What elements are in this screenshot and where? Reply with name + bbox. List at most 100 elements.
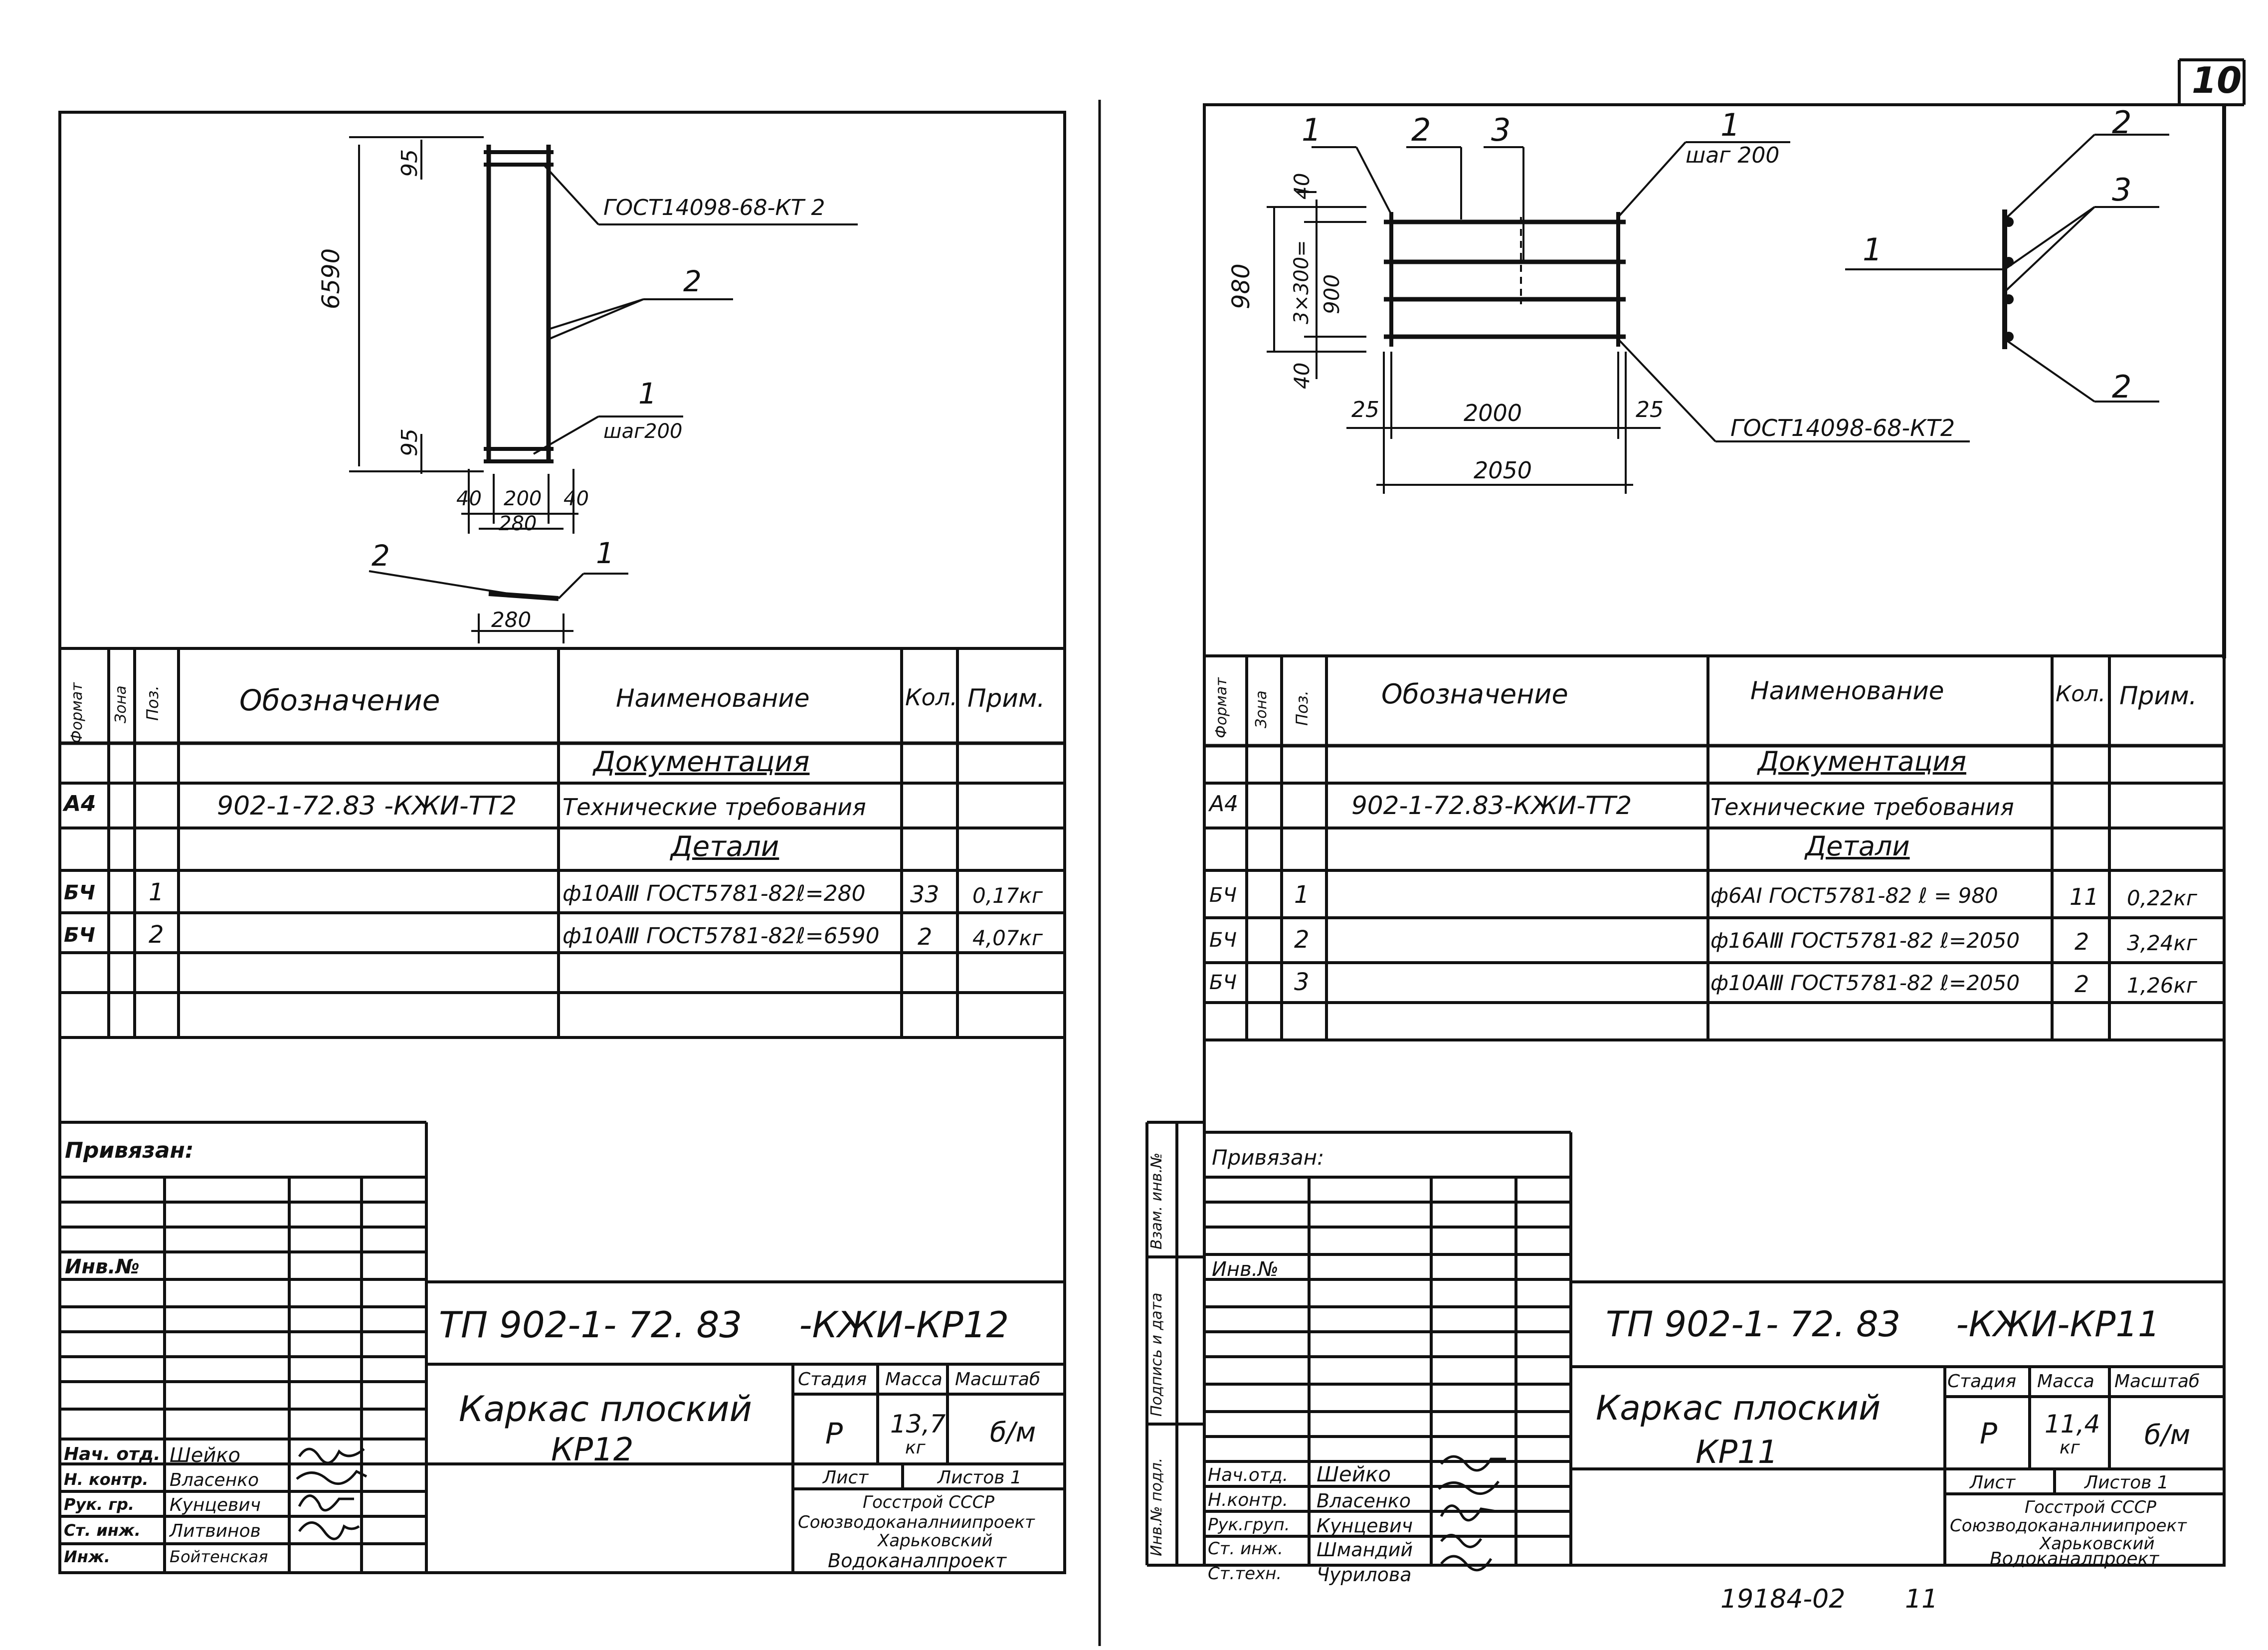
dim-900-right: 900 <box>1320 274 1344 314</box>
spec-row-2-note-right: 3,24кг <box>2127 931 2197 955</box>
mass-value-right: 11,4 <box>2045 1410 2100 1439</box>
col-qty-left: Кол. <box>905 684 957 711</box>
callout-step-right: шаг 200 <box>1686 143 1780 168</box>
attached-label-left: Привязан: <box>65 1138 194 1163</box>
col-name-right: Наименование <box>1750 676 1944 705</box>
title-line1-right: Каркас плоский <box>1596 1389 1881 1428</box>
callout-2-right: 2 <box>1411 112 1431 148</box>
col-designation-right: Обозначение <box>1381 678 1568 710</box>
org-line3-left: Харьковский <box>878 1531 993 1551</box>
spec-row-2-pos-right: 2 <box>1294 926 1310 954</box>
side-label-2a-right: 2 <box>2112 104 2132 141</box>
dim-top-95: 95 <box>397 149 422 177</box>
person-name-3-left: Кунцевич <box>170 1495 261 1515</box>
person-role-2-right: Н.контр. <box>1208 1490 1289 1510</box>
person-name-2-left: Власенко <box>170 1470 259 1490</box>
inv-label-right: Инв.№ <box>1212 1258 1279 1281</box>
stage-value-left: Р <box>825 1417 843 1450</box>
doc-row-designation-left: 902-1-72.83 -КЖИ-ТТ2 <box>217 791 517 821</box>
doc-row-format-left: А4 <box>64 791 96 817</box>
stage-label-right: Стадия <box>1947 1371 2017 1392</box>
callout-kt-left: ГОСТ14098-68-КТ 2 <box>603 195 825 220</box>
doc-code-left: ТП 902-1- 72. 83 -КЖИ-КР12 <box>439 1304 1009 1346</box>
sheet-number: 10 <box>2192 59 2242 101</box>
mass-unit-left: кг <box>905 1438 926 1458</box>
person-name-1-left: Шейко <box>170 1444 241 1467</box>
callout-1-left: 1 <box>638 377 657 411</box>
doc-row-name-left: Технические требования <box>563 794 866 821</box>
person-name-1-right: Шейко <box>1317 1462 1391 1486</box>
side-stamp-inv-original: Инв.№ подл. <box>1148 1457 1165 1556</box>
dim-bottom-95: 95 <box>397 428 422 456</box>
section-dim-280: 280 <box>491 608 532 632</box>
spec-row-2-name-right: ф16АⅢ ГОСТ5781-82 ℓ=2050 <box>1710 928 2020 953</box>
spec-row-1-name-left: ф10АⅢ ГОСТ5781-82ℓ=280 <box>563 881 866 906</box>
callout-1-step-left: шаг200 <box>603 420 683 443</box>
dim-25-left-right: 25 <box>1351 397 1379 422</box>
spec-row-3-name-right: ф10АⅢ ГОСТ5781-82 ℓ=2050 <box>1710 971 2020 995</box>
sheets-label-left: Листов 1 <box>938 1467 1022 1488</box>
org-line3-right: Харьковский <box>2040 1534 2155 1554</box>
callout-2-left: 2 <box>683 264 702 298</box>
person-role-1-right: Нач.отд. <box>1208 1465 1289 1485</box>
dim-2000-right: 2000 <box>1464 400 1522 426</box>
spec-row-2-name-left: ф10АⅢ ГОСТ5781-82ℓ=6590 <box>563 923 880 949</box>
title-line1-left: Каркас плоский <box>459 1389 753 1430</box>
spec-row-2-format-left: БЧ <box>64 924 95 947</box>
dim-height-6590: 6590 <box>317 248 345 309</box>
person-name-3-right: Кунцевич <box>1317 1515 1413 1537</box>
dim-width-right-40: 40 <box>564 487 589 510</box>
sheet-label-left: Лист <box>823 1467 869 1488</box>
dim-width-total: 280 <box>499 512 537 535</box>
spec-row-1-qty-right: 11 <box>2070 883 2099 910</box>
doc-code-right: ТП 902-1- 72. 83 -КЖИ-КР11 <box>1606 1304 2160 1345</box>
col-name-left: Наименование <box>616 684 810 713</box>
mass-unit-right: кг <box>2060 1438 2080 1458</box>
bottom-stamp-code: 19184-02 <box>1720 1584 1846 1614</box>
scale-label-right: Масштаб <box>2114 1371 2200 1392</box>
dim-width-mid-200: 200 <box>504 487 542 510</box>
person-role-3-left: Рук. гр. <box>64 1495 135 1514</box>
side-stamp-replace-inv: Взам. инв.№ <box>1148 1152 1165 1249</box>
col-pos-left: Поз. <box>143 685 162 721</box>
spec-row-1-qty-left: 33 <box>910 881 940 908</box>
spec-row-2-format-right: БЧ <box>1209 929 1237 952</box>
sheet-label-right: Лист <box>1970 1472 2016 1493</box>
person-name-4-left: Литвинов <box>170 1521 261 1541</box>
org-line4-right: Водоканалпроект <box>1990 1549 2159 1569</box>
section-details-left: Детали <box>671 830 779 863</box>
col-designation-left: Обозначение <box>239 683 440 717</box>
dim-3x300-right: 3×300= <box>1290 240 1313 324</box>
spec-row-3-note-right: 1,26кг <box>2127 973 2197 998</box>
dim-980-right: 980 <box>1227 263 1255 309</box>
spec-row-2-qty-right: 2 <box>2075 928 2089 955</box>
org-line1-right: Госстрой СССР <box>2025 1497 2156 1517</box>
scale-label-left: Масштаб <box>955 1369 1041 1390</box>
stage-label-left: Стадия <box>798 1369 867 1390</box>
scale-value-left: б/м <box>990 1417 1036 1448</box>
person-name-2-right: Власенко <box>1317 1490 1411 1512</box>
side-label-2b-right: 2 <box>2112 369 2132 405</box>
side-label-1-right: 1 <box>1863 231 1883 268</box>
org-line4-left: Водоканалпроект <box>828 1550 1007 1572</box>
spec-row-1-format-right: БЧ <box>1209 884 1237 907</box>
doc-row-designation-right: 902-1-72.83-КЖИ-ТТ2 <box>1351 791 1632 820</box>
sheets-label-right: Листов 1 <box>2084 1472 2169 1493</box>
dim-40-top-right: 40 <box>1290 173 1314 200</box>
scale-value-right: б/м <box>2144 1419 2191 1450</box>
person-name-4-right: Шмандий <box>1317 1539 1413 1561</box>
spec-row-2-pos-left: 2 <box>149 921 164 949</box>
dim-40-bottom-right: 40 <box>1290 362 1314 389</box>
spec-row-3-pos-right: 3 <box>1294 968 1310 996</box>
person-role-5-right: Ст.техн. <box>1208 1564 1282 1584</box>
spec-row-2-note-left: 4,07кг <box>972 926 1043 950</box>
col-zone-left: Зона <box>112 685 130 723</box>
person-role-4-left: Ст. инж. <box>64 1521 141 1540</box>
spec-row-1-name-right: ф6АⅠ ГОСТ5781-82 ℓ = 980 <box>1710 883 1998 908</box>
dim-width-left-40: 40 <box>456 487 482 510</box>
section-documentation-right: Документация <box>1758 746 1966 777</box>
spec-row-1-pos-left: 1 <box>149 878 164 906</box>
attached-label-right: Привязан: <box>1212 1145 1324 1170</box>
col-pos-right: Поз. <box>1293 690 1312 726</box>
